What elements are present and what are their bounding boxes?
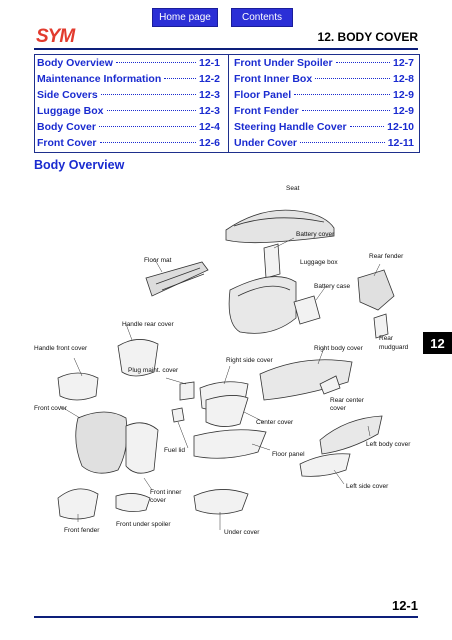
under-cover-drawing [193, 489, 249, 515]
caption-battery-cover: Battery cover [296, 231, 335, 238]
caption-front-inner-cover-line2: cover [150, 497, 167, 504]
toc-page: 12-3 [198, 105, 220, 117]
caption-rear-center-cover-line2: cover [330, 405, 347, 412]
toc-page: 12-1 [198, 57, 220, 69]
battery-cover-drawing [263, 243, 281, 279]
toc-page: 12-6 [198, 137, 220, 149]
front-cover-drawing [75, 411, 128, 474]
toc-link-front-inner-box[interactable]: Front Inner Box 12-8 [234, 73, 414, 89]
toc-label: Floor Panel [234, 89, 292, 101]
rear-mudguard-drawing [373, 313, 389, 339]
toc-label: Body Overview [37, 57, 113, 69]
toc-label: Side Covers [37, 89, 98, 101]
toc-link-luggage-box[interactable]: Luggage Box 12-3 [37, 105, 220, 121]
toc-label: Under Cover [234, 137, 298, 149]
caption-seat: Seat [286, 185, 300, 192]
seat-drawing [225, 209, 335, 244]
left-body-cover-drawing [319, 415, 383, 455]
caption-fuel-lid: Fuel lid [164, 447, 185, 454]
caption-handle-front-cover: Handle front cover [34, 345, 88, 352]
caption-rear-mudguard-line2: mudguard [379, 344, 409, 351]
handle-front-cover-drawing [57, 372, 99, 401]
toc-link-front-fender[interactable]: Front Fender 12-9 [234, 105, 414, 121]
home-page-button[interactable]: Home page [152, 8, 218, 27]
caption-front-under-spoiler: Front under spoiler [116, 521, 171, 528]
toc-link-steering-handle-cover[interactable]: Steering Handle Cover 12-10 [234, 121, 414, 137]
toc-page: 12-11 [387, 137, 414, 149]
floor-panel-drawing [193, 429, 267, 459]
toc-page: 12-4 [198, 121, 220, 133]
toc-link-floor-panel[interactable]: Floor Panel 12-9 [234, 89, 414, 105]
caption-rear-fender: Rear fender [369, 253, 404, 260]
rear-fender-drawing [357, 269, 395, 311]
caption-front-inner-cover-line1: Front inner [150, 489, 182, 496]
left-side-cover-drawing [299, 453, 351, 477]
footer-rule [34, 616, 418, 618]
caption-luggage-box: Luggage box [300, 259, 338, 266]
caption-plug-maint-cover: Plug maint. cover [128, 367, 179, 374]
toc-label: Maintenance Information [37, 73, 162, 85]
plug-maint-cover-drawing [179, 381, 195, 401]
toc-link-under-cover[interactable]: Under Cover 12-11 [234, 137, 414, 153]
chapter-tab: 12 [423, 332, 452, 354]
toc-label: Body Cover [37, 121, 96, 133]
toc-label: Luggage Box [37, 105, 104, 117]
front-inner-cover-drawing [125, 422, 159, 474]
caption-right-side-cover: Right side cover [226, 357, 273, 364]
caption-floor-mat: Floor mat [144, 257, 172, 264]
toc-link-maintenance-information[interactable]: Maintenance Information 12-2 [37, 73, 220, 89]
caption-left-side-cover: Left side cover [346, 483, 389, 490]
table-of-contents: Body Overview 12-1 Maintenance Informatio… [34, 54, 420, 153]
handle-rear-cover-drawing [117, 339, 159, 377]
page-number: 12-1 [391, 598, 418, 613]
toc-link-front-under-spoiler[interactable]: Front Under Spoiler 12-7 [234, 57, 414, 73]
caption-handle-rear-cover: Handle rear cover [122, 321, 174, 328]
chapter-title: 12. BODY COVER [317, 30, 418, 44]
toc-label: Front Cover [37, 137, 97, 149]
right-body-cover-drawing [259, 359, 353, 401]
section-heading: Body Overview [34, 158, 125, 172]
toc-divider [228, 55, 229, 152]
toc-label: Front Inner Box [234, 73, 313, 85]
rear-center-cover-drawing [319, 375, 341, 395]
toc-page: 12-10 [387, 121, 414, 133]
toc-page: 12-7 [392, 57, 414, 69]
toc-page: 12-3 [198, 89, 220, 101]
caption-under-cover: Under cover [224, 529, 260, 536]
toc-page: 12-9 [392, 89, 414, 101]
caption-battery-case: Battery case [314, 283, 351, 290]
floor-mat-drawing [145, 261, 209, 297]
caption-center-cover: Center cover [256, 419, 294, 426]
center-cover-drawing [205, 395, 249, 427]
sym-logo: SYM [36, 26, 75, 47]
caption-front-cover: Front cover [34, 405, 68, 412]
toc-page: 12-2 [198, 73, 220, 85]
battery-case-drawing [293, 295, 321, 325]
front-under-spoiler-drawing [115, 493, 151, 512]
toc-label: Front Fender [234, 105, 299, 117]
front-fender-drawing [57, 488, 99, 520]
caption-rear-mudguard-line1: Rear [379, 335, 394, 342]
toc-link-front-cover[interactable]: Front Cover 12-6 [37, 137, 220, 153]
toc-page: 12-8 [392, 73, 414, 85]
caption-rear-center-cover-line1: Rear center [330, 397, 365, 404]
exploded-parts-diagram: Seat Battery cover Rear fender Floor mat… [34, 185, 411, 536]
toc-label: Front Under Spoiler [234, 57, 333, 69]
toc-label: Steering Handle Cover [234, 121, 347, 133]
caption-right-body-cover: Right body cover [314, 345, 364, 352]
toc-page: 12-9 [392, 105, 414, 117]
caption-front-fender: Front fender [64, 527, 100, 534]
toc-link-body-overview[interactable]: Body Overview 12-1 [37, 57, 220, 73]
toc-link-side-covers[interactable]: Side Covers 12-3 [37, 89, 220, 105]
fuel-lid-drawing [171, 407, 185, 423]
header-rule [34, 48, 418, 50]
caption-floor-panel: Floor panel [272, 451, 305, 458]
caption-left-body-cover: Left body cover [366, 441, 411, 448]
contents-button[interactable]: Contents [231, 8, 293, 27]
luggage-box-drawing [228, 276, 297, 334]
toc-link-body-cover[interactable]: Body Cover 12-4 [37, 121, 220, 137]
